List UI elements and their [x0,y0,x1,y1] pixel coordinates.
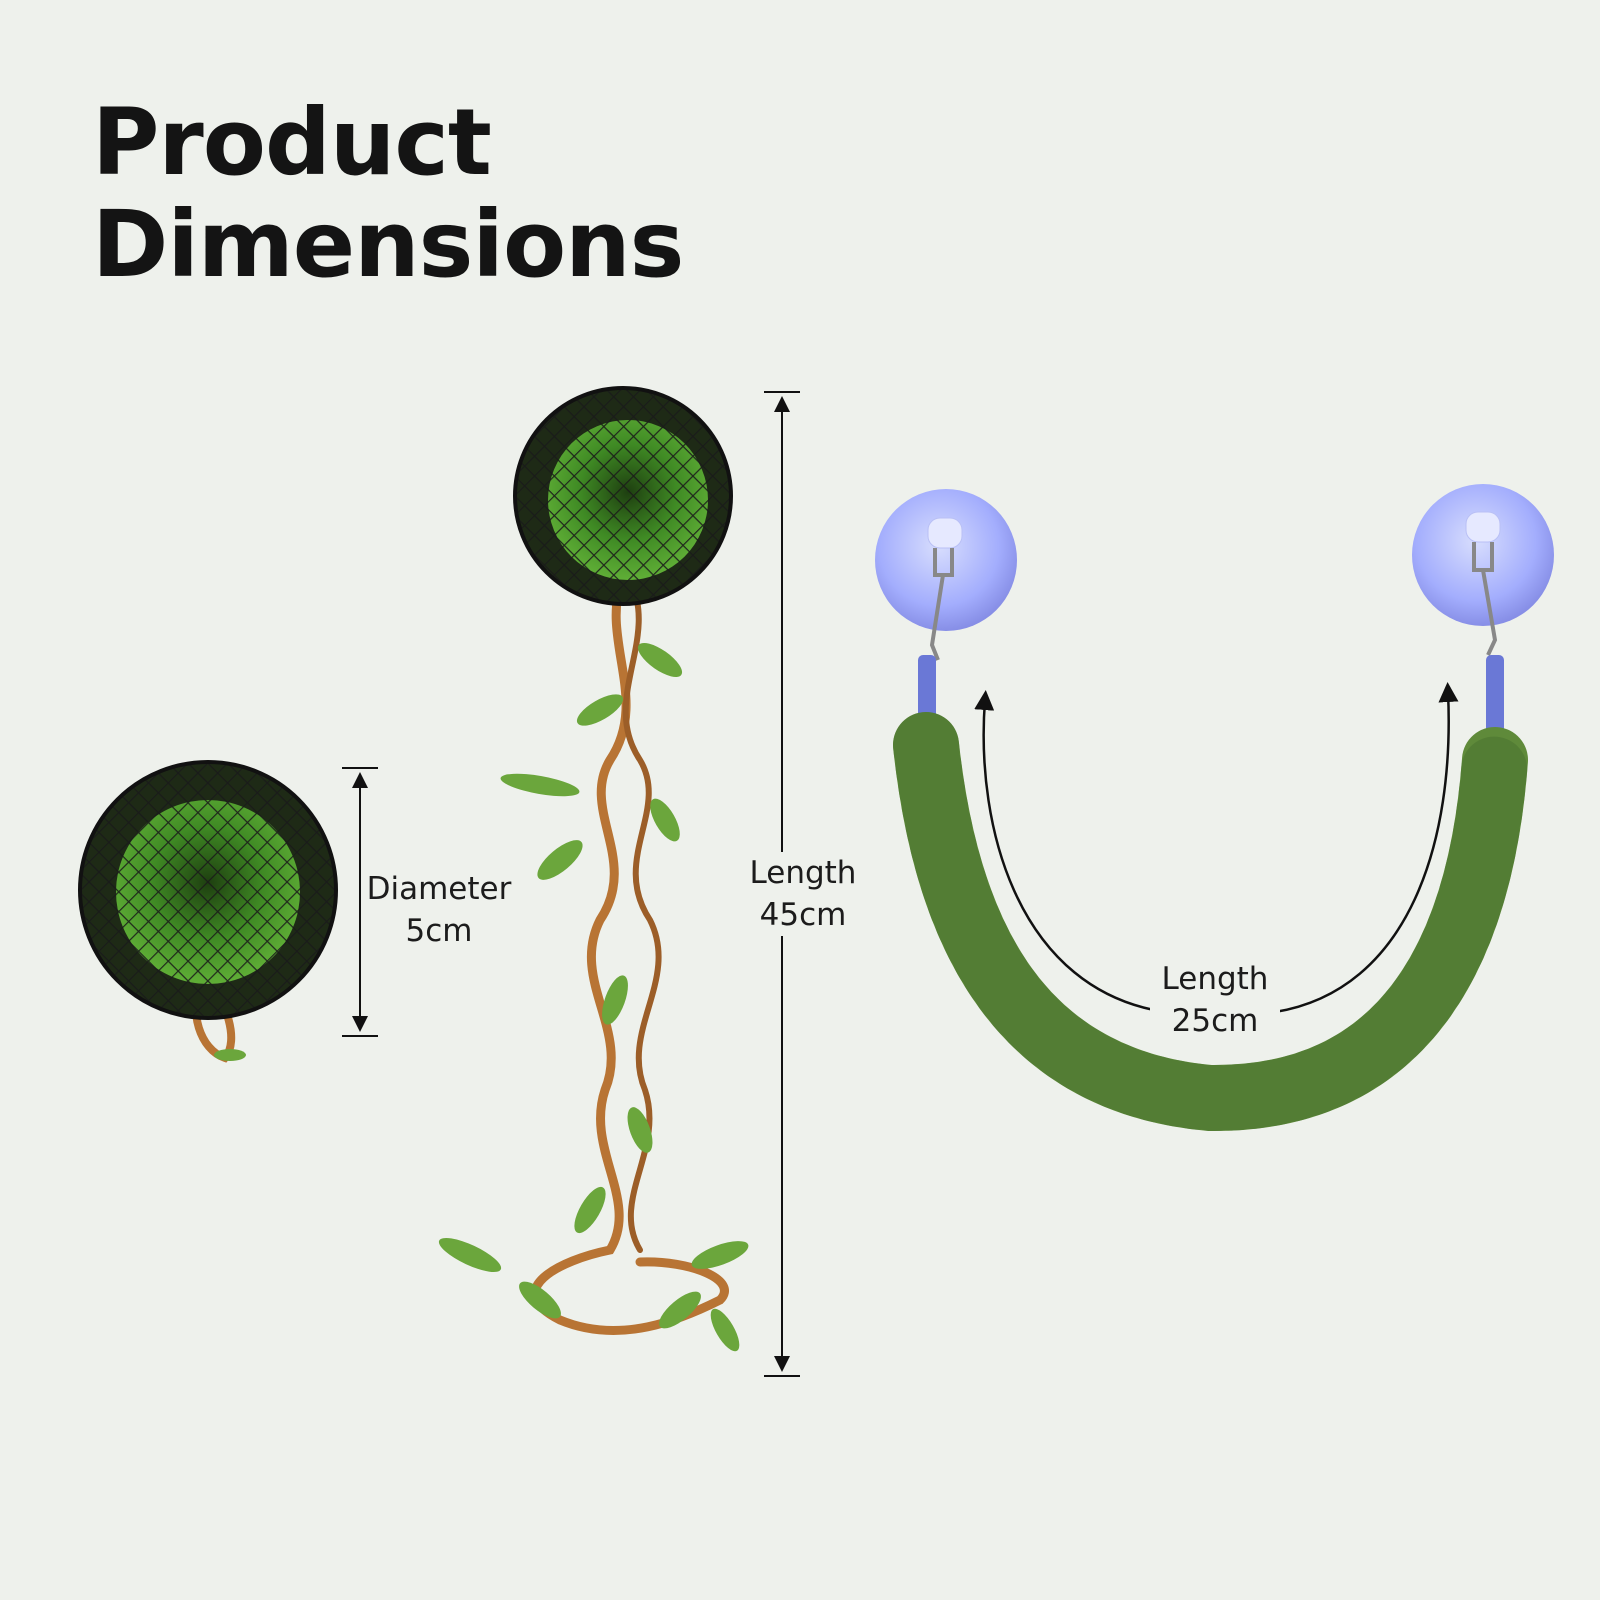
bridge-length-value: 25cm [1171,1003,1259,1039]
bridge-length-label-text: Length [1161,961,1269,997]
vine-length-label: Length 45cm [740,852,866,936]
moss-bridge [875,484,1554,1132]
vine-icon [438,386,749,1352]
vine-length-label-text: Length [749,855,857,891]
title-line-1: Product [92,89,492,196]
diameter-dimension-line [342,767,378,1037]
bridge-length-label: Length 25cm [1150,958,1280,1042]
title-line-2: Dimensions [92,191,684,298]
vine-length-value: 45cm [759,897,847,933]
diameter-label-text: Diameter [366,871,512,907]
suction-cup-icon [875,489,1017,725]
diameter-label: Diameter 5cm [362,868,516,952]
bridge-length-arc-arrow [974,682,1459,1014]
suction-cup-icon [1412,484,1554,740]
page-title: Product Dimensions [92,89,684,298]
diameter-value: 5cm [405,913,473,949]
moss-ball-cage-icon [78,760,338,1063]
